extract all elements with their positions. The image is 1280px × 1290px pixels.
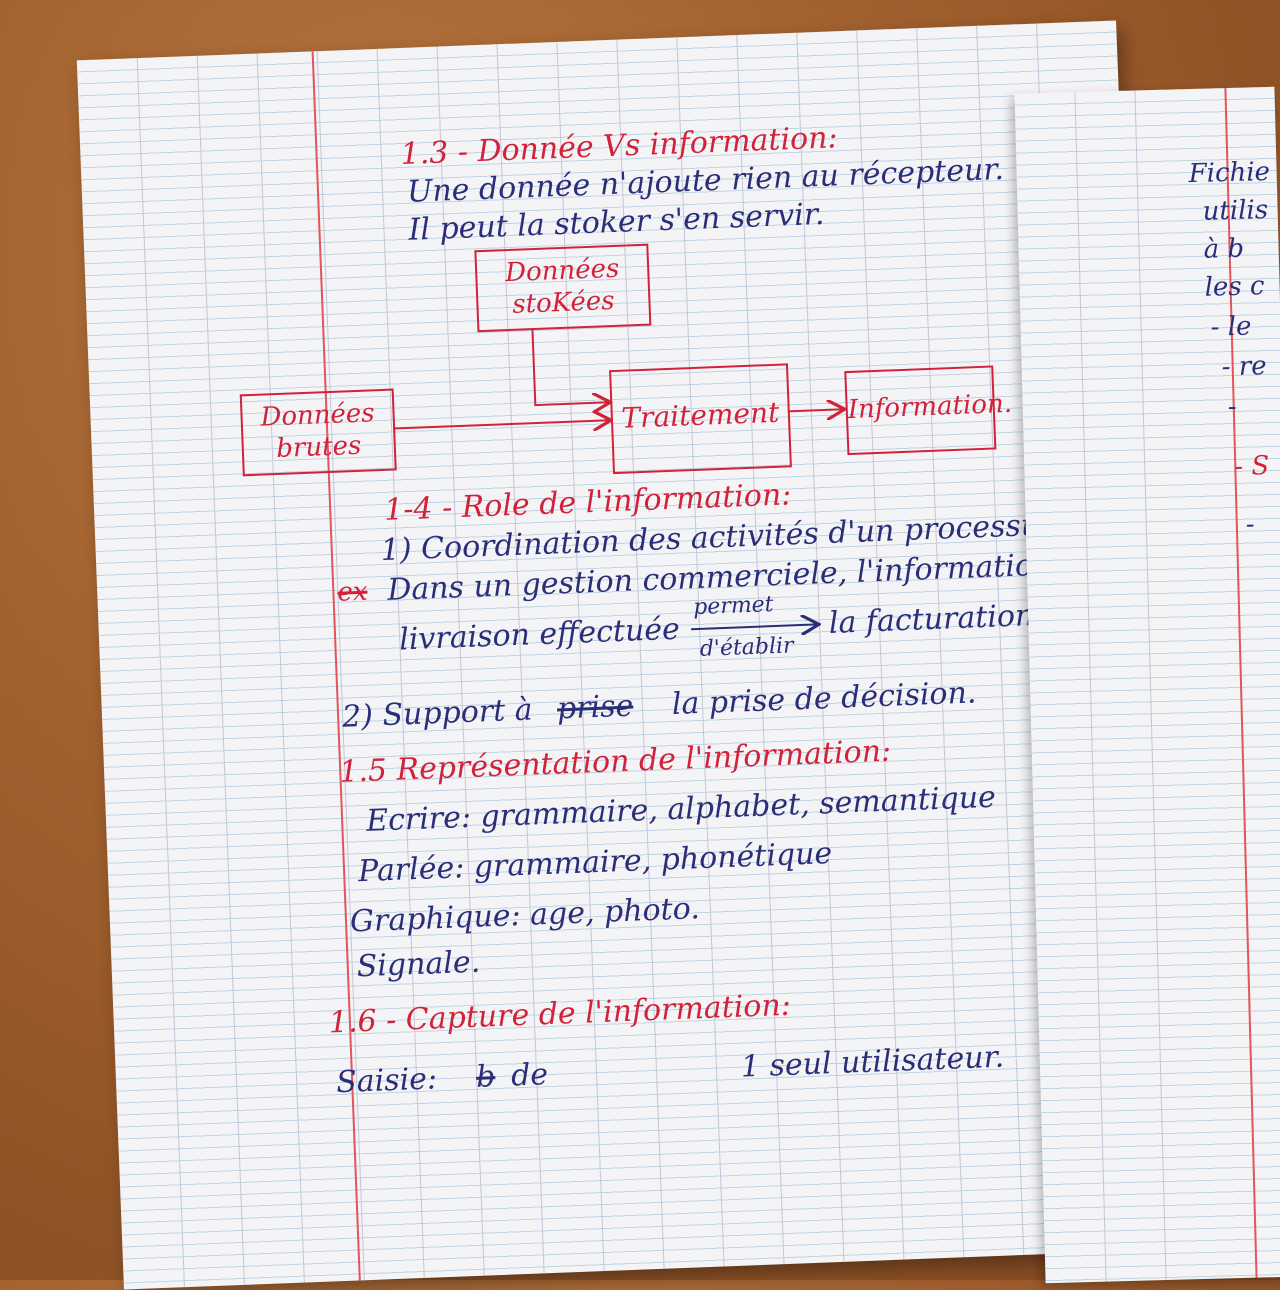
right-fragment-1: Fichie	[1188, 156, 1271, 190]
representation-signale: Signale.	[356, 944, 481, 985]
right-fragment-5: - le	[1210, 311, 1252, 343]
right-fragment-6: - re	[1221, 351, 1267, 383]
notebook-right-page: Fichie utilis à b les c - le - re - - S …	[1014, 86, 1280, 1284]
example-arrow	[691, 20, 1163, 1289]
red-margin-line	[1224, 88, 1258, 1278]
right-fragment-8: - S	[1233, 451, 1270, 482]
right-fragment-7: -	[1227, 391, 1237, 423]
diagram-arrows	[393, 330, 1163, 1289]
right-fragment-4: les c	[1204, 271, 1265, 303]
notebook-left-page: 1.3 - Donnée Vs information: Une donnée …	[76, 20, 1164, 1290]
role-item-2-struck: prise	[556, 688, 634, 727]
saisie-struck: b	[475, 1059, 496, 1095]
arrow-raw-to-processing	[393, 420, 609, 428]
saisie-label: Saisie:	[335, 1061, 438, 1101]
grid-line	[1134, 90, 1167, 1281]
grid-line	[1074, 92, 1107, 1282]
example-arrow-bottom: d'établir	[699, 633, 795, 662]
arrow-processing-to-information	[787, 409, 843, 411]
saisie-de: de	[510, 1057, 549, 1094]
right-fragment-3: à b	[1203, 233, 1245, 265]
right-fragment-2: utilis	[1202, 195, 1269, 227]
arrow-stored-to-processing	[531, 330, 608, 405]
right-fragment-9: -	[1245, 509, 1256, 540]
